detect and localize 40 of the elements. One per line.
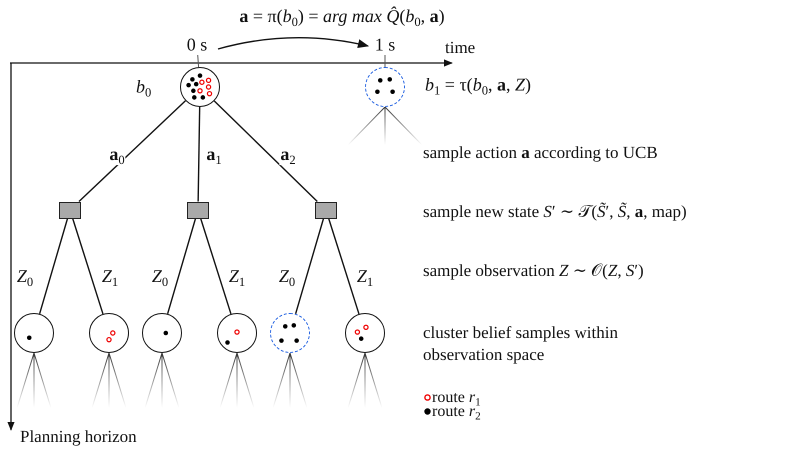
edge-label: Z$_{1}$	[228, 267, 246, 287]
tree-branch-line	[294, 218, 324, 314]
belief-node	[142, 313, 182, 353]
belief-label: b$_{0}$	[136, 76, 152, 98]
tree-branch-line	[197, 106, 200, 202]
tree-branch-line	[72, 218, 104, 314]
belief-node	[217, 313, 257, 353]
edge-label: Z$_{0}$	[150, 267, 170, 287]
edge-label: Z$_{1}$	[356, 267, 374, 287]
time-tick	[197, 54, 200, 68]
tree-branch-line	[38, 218, 68, 314]
axis-label: Planning horizon	[20, 426, 137, 448]
state-node	[59, 202, 81, 218]
tree-branch-line	[166, 218, 196, 314]
step-description: sample new state S′ ∼ 𝒯(S̃′, S̃, a, map)	[423, 201, 687, 223]
belief-node	[180, 67, 220, 107]
state-node	[315, 202, 337, 218]
axis-label: time	[445, 37, 476, 59]
belief-node	[89, 313, 129, 353]
step-description: sample observation Z ∼ 𝒪(Z, S′)	[423, 260, 644, 282]
tree-branch-line	[214, 100, 318, 202]
tree-branch-line	[78, 100, 186, 202]
tree-branch-line	[328, 218, 360, 314]
time-tick	[384, 54, 386, 68]
time-tick-label: 1 s	[374, 34, 396, 56]
belief-node	[345, 313, 385, 353]
belief-update-formula: b$_{1}$ = τ(b$_{0}$, a, Z)	[425, 74, 531, 96]
time-tick-label: 0 s	[186, 34, 208, 56]
state-node	[187, 202, 209, 218]
edge-label: Z$_{1}$	[100, 267, 120, 287]
edge-label: Z$_{0}$	[278, 267, 296, 287]
legend-label: route r$_{1}$	[432, 391, 481, 404]
edge-label: Z$_{0}$	[16, 267, 34, 287]
belief-node	[14, 313, 54, 353]
step-description: cluster belief samples within observation space	[423, 322, 619, 366]
policy-formula: a = π(b$_{0}$) = arg max Q̂(b$_{0}$, a)	[238, 7, 446, 27]
tree-branch-line	[200, 218, 232, 314]
curved-arrow	[218, 37, 370, 50]
step-description: sample action a according to UCB	[423, 142, 658, 164]
legend-label: route r$_{2}$	[432, 405, 481, 418]
